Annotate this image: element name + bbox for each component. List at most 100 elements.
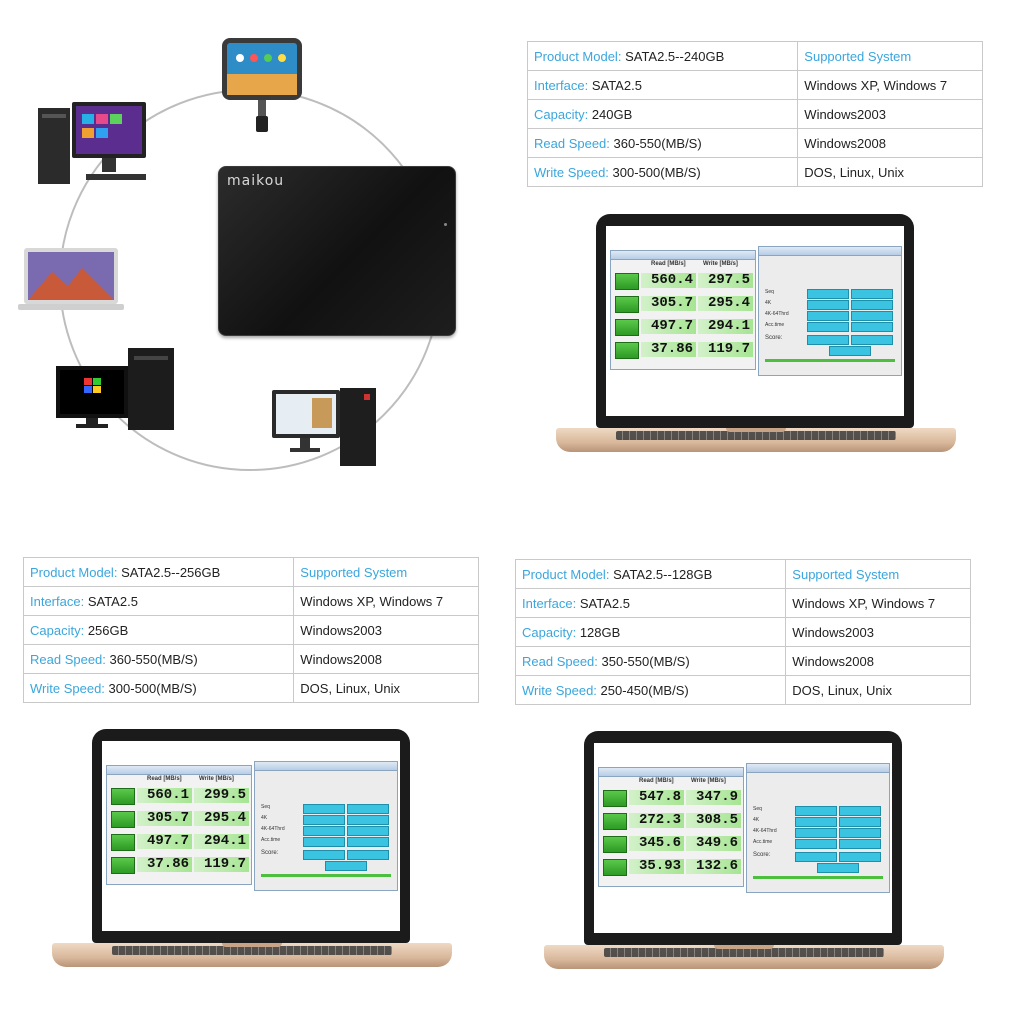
spec-key: Write Speed: <box>30 680 105 696</box>
spec-cell: Capacity: 128GB <box>514 617 787 647</box>
write-speed-value: 299.5 <box>194 788 249 803</box>
run-test-button[interactable] <box>111 857 135 874</box>
winxp-pc-icon <box>56 348 174 430</box>
asb-read-cell <box>807 311 849 321</box>
write-column-header: Write [MB/s] <box>703 261 738 267</box>
read-speed-value: 37.86 <box>137 857 192 872</box>
spec-value: 350-550(MB/S) <box>601 653 690 669</box>
asb-write-cell <box>851 289 893 299</box>
spec-row: Read Speed: 350-550(MB/S)Windows2008 <box>514 646 971 676</box>
spec-table-128gb: Product Model: SATA2.5--128GB Supported S… <box>514 559 971 705</box>
read-speed-value: 345.6 <box>629 836 684 851</box>
spec-row: Read Speed: 360-550(MB/S)Windows2008 <box>22 644 479 674</box>
supported-system-cell: Windows XP, Windows 7 <box>797 70 983 100</box>
run-test-button[interactable] <box>603 836 627 853</box>
supported-system-cell: Windows XP, Windows 7 <box>293 586 479 616</box>
asb-read-cell <box>807 289 849 299</box>
asb-read-cell <box>303 804 345 814</box>
asb-read-cell <box>795 806 837 816</box>
asb-score-write <box>839 852 881 862</box>
supported-system-cell: Windows XP, Windows 7 <box>785 588 971 618</box>
asb-read-cell <box>807 322 849 332</box>
window-titlebar <box>255 762 397 771</box>
asb-score-write <box>347 850 389 860</box>
office-pc-icon <box>272 388 376 466</box>
write-speed-value: 294.1 <box>194 834 249 849</box>
read-speed-value: 272.3 <box>629 813 684 828</box>
spec-value: 360-550(MB/S) <box>613 135 702 151</box>
asb-write-cell <box>839 828 881 838</box>
asb-row-label: 4K <box>765 300 772 306</box>
run-test-button[interactable] <box>615 342 639 359</box>
run-test-button[interactable] <box>615 296 639 313</box>
window-titlebar <box>759 247 901 256</box>
spec-cell: Product Model: SATA2.5--240GB <box>526 41 799 71</box>
run-test-button[interactable] <box>603 790 627 807</box>
asb-score-label: Score: <box>753 852 771 858</box>
window-titlebar <box>107 766 251 775</box>
write-speed-value: 132.6 <box>686 859 741 874</box>
read-column-header: Read [MB/s] <box>651 261 686 267</box>
run-test-button[interactable] <box>615 319 639 336</box>
asb-write-cell <box>347 804 389 814</box>
run-test-button[interactable] <box>111 834 135 851</box>
run-test-button[interactable] <box>603 813 627 830</box>
spec-key: Capacity: <box>522 624 577 640</box>
asb-write-cell <box>851 322 893 332</box>
asb-row-label: 4K-64Thrd <box>765 311 789 317</box>
run-test-button[interactable] <box>111 811 135 828</box>
asb-row-label: 4K-64Thrd <box>261 826 285 832</box>
write-speed-value: 349.6 <box>686 836 741 851</box>
asb-score-label: Score: <box>765 335 783 341</box>
supported-system-cell: Windows2008 <box>797 128 983 158</box>
laptop-notch <box>726 428 786 432</box>
asb-row-label: Seq <box>753 806 762 812</box>
spec-value: 256GB <box>87 622 129 638</box>
spec-value: 360-550(MB/S) <box>109 651 198 667</box>
spec-value: 300-500(MB/S) <box>108 680 197 696</box>
read-speed-value: 560.4 <box>641 273 696 288</box>
spec-cell: Capacity: 240GB <box>526 99 799 129</box>
run-test-button[interactable] <box>615 273 639 290</box>
asb-read-cell <box>807 300 849 310</box>
spec-key: Interface: <box>30 593 85 609</box>
spec-value: SATA2.5--256GB <box>121 564 221 580</box>
spec-value: SATA2.5--128GB <box>613 566 713 582</box>
asb-write-cell <box>839 817 881 827</box>
asb-score-write <box>851 335 893 345</box>
smartphone-icon <box>222 38 302 132</box>
supported-system-header: Supported System <box>785 559 971 589</box>
asb-write-cell <box>347 815 389 825</box>
laptop-keyboard <box>616 431 896 440</box>
spec-key: Product Model: <box>534 48 622 64</box>
read-speed-value: 35.93 <box>629 859 684 874</box>
spec-cell: Read Speed: 350-550(MB/S) <box>514 646 787 676</box>
spec-key: Product Model: <box>30 564 118 580</box>
spec-cell: Interface: SATA2.5 <box>526 70 799 100</box>
spec-cell: Read Speed: 360-550(MB/S) <box>22 644 295 674</box>
spec-key: Read Speed: <box>30 651 106 667</box>
spec-key: Product Model: <box>522 566 610 582</box>
write-column-header: Write [MB/s] <box>691 778 726 784</box>
spec-cell: Write Speed: 300-500(MB/S) <box>526 157 799 187</box>
run-test-button[interactable] <box>603 859 627 876</box>
window-titlebar <box>599 768 743 777</box>
supported-system-cell: DOS, Linux, Unix <box>785 675 971 705</box>
led-indicator <box>444 223 447 226</box>
supported-system-cell: DOS, Linux, Unix <box>293 673 479 703</box>
run-test-button[interactable] <box>111 788 135 805</box>
